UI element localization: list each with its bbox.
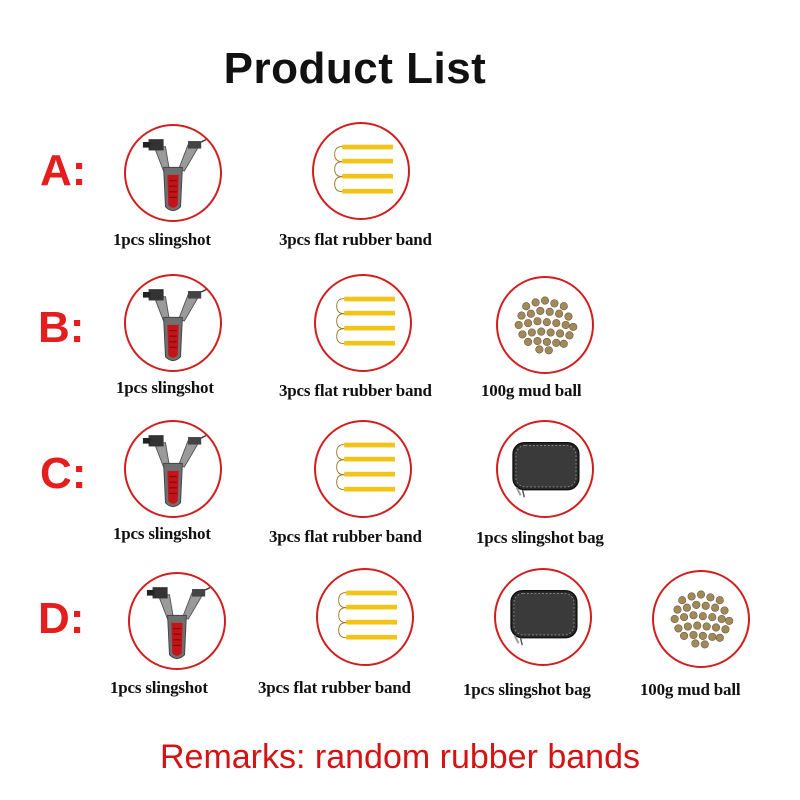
caption-b-mud-ball: 100g mud ball — [481, 381, 582, 400]
rubber-band-icon — [314, 420, 412, 518]
slingshot-bag-icon — [494, 568, 592, 666]
slingshot-icon — [124, 420, 222, 518]
caption-a-slingshot: 1pcs slingshot — [113, 230, 211, 249]
mud-ball-icon — [496, 276, 594, 374]
caption-b-rubber-band: 3pcs flat rubber band — [279, 381, 432, 400]
row-label-b: B: — [38, 303, 85, 352]
rubber-band-icon — [312, 122, 410, 220]
caption-c-slingshot-bag: 1pcs slingshot bag — [476, 528, 604, 547]
row-label-a: A: — [40, 146, 87, 195]
caption-d-rubber-band: 3pcs flat rubber band — [258, 678, 411, 697]
caption-d-slingshot-bag: 1pcs slingshot bag — [463, 680, 591, 699]
remarks-note: Remarks: random rubber bands — [159, 738, 640, 776]
caption-d-slingshot: 1pcs slingshot — [110, 678, 208, 697]
rubber-band-icon — [316, 568, 414, 666]
mud-ball-icon — [652, 570, 750, 668]
slingshot-icon — [128, 572, 226, 670]
caption-c-slingshot: 1pcs slingshot — [113, 524, 211, 543]
page-title: Product List — [223, 44, 487, 93]
caption-b-slingshot: 1pcs slingshot — [116, 378, 214, 397]
rubber-band-icon — [314, 274, 412, 372]
slingshot-bag-icon — [496, 420, 594, 518]
caption-a-rubber-band: 3pcs flat rubber band — [279, 230, 432, 249]
slingshot-icon — [124, 274, 222, 372]
row-label-c: C: — [40, 449, 87, 498]
slingshot-icon — [124, 124, 222, 222]
caption-d-mud-ball: 100g mud ball — [640, 680, 741, 699]
row-label-d: D: — [38, 594, 85, 643]
caption-c-rubber-band: 3pcs flat rubber band — [269, 527, 422, 546]
